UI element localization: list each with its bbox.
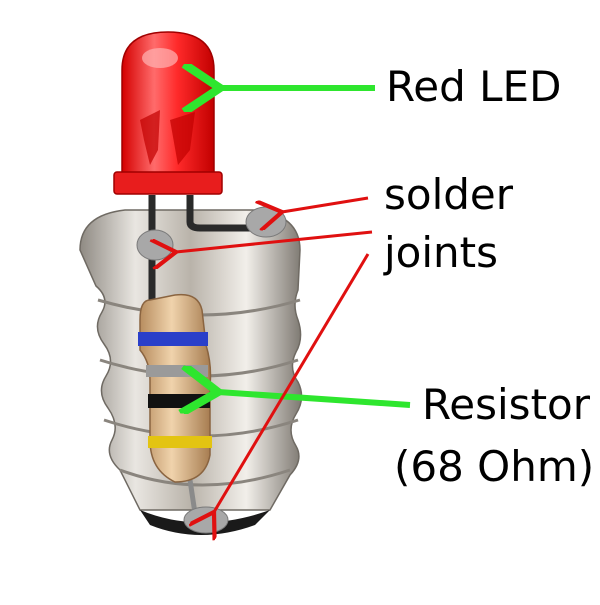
label-joints: joints [384, 228, 499, 277]
arrow-solder-2 [176, 230, 373, 252]
label-solder: solder [384, 170, 514, 219]
arrow-solder-1 [282, 196, 369, 212]
solder-joint-top-right [245, 206, 287, 238]
resistor [138, 293, 212, 521]
label-red-led: Red LED [386, 62, 562, 111]
solder-joint-top-left [136, 229, 174, 261]
arrow-resistor [218, 392, 411, 405]
solder-joint-bottom [183, 506, 229, 534]
label-resistor-value: (68 Ohm) [394, 442, 595, 491]
arrow-solder-3 [214, 253, 370, 512]
label-resistor: Resistor [422, 380, 590, 429]
red-led [113, 31, 223, 195]
annotation-arrows [176, 88, 411, 512]
